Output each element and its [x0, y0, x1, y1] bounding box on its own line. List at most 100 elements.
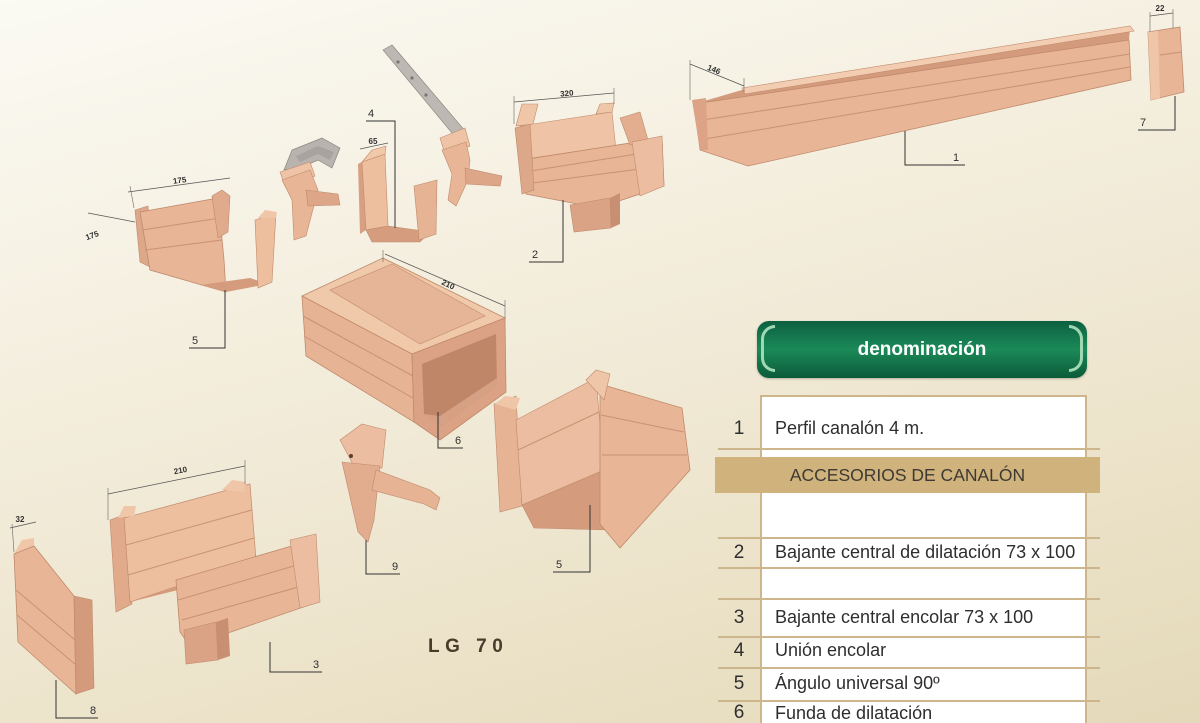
table-rule: [718, 567, 1100, 569]
row-label: Unión encolar: [775, 640, 887, 660]
outlet-right-lip: [289, 533, 321, 609]
end-cap-rib: [16, 614, 77, 666]
strap-hole: [410, 76, 414, 80]
callout-leader: [553, 505, 591, 573]
row-number: 2: [733, 542, 745, 563]
row-label: Bajante central encolar 73 x 100: [775, 607, 1034, 627]
row-number: 3: [733, 607, 745, 628]
gutter-profile: [692, 25, 1135, 167]
callout-leader: [904, 131, 965, 166]
angle-rib: [600, 414, 685, 433]
table-header: denominación: [757, 321, 1087, 378]
callout-6: 6: [437, 412, 463, 449]
callout-7: 7: [1138, 96, 1176, 131]
angle-rib: [141, 217, 221, 231]
table-rule: [718, 700, 1100, 702]
dimension-line: [689, 63, 745, 87]
row-label: Perfil canalón 4 m.: [775, 418, 925, 438]
angle-tab: [495, 396, 520, 410]
downpipe-outlet-glued: [109, 480, 321, 665]
sleeve-interior: [422, 334, 497, 426]
union-tab: [361, 145, 387, 163]
bracket-arm: [464, 167, 503, 187]
end-cap-right: [1147, 26, 1185, 101]
outlet-tab: [118, 506, 136, 518]
callout-number: 2: [532, 249, 538, 261]
dimension-extension: [11, 523, 15, 553]
end-cap-rib: [1159, 51, 1183, 56]
callout-number: 5: [556, 559, 562, 571]
table-rule: [718, 667, 1100, 669]
callout-leader: [189, 290, 226, 349]
dilatation-sleeve: [301, 257, 507, 441]
table-rule: [718, 448, 1100, 450]
callout-number: 3: [313, 659, 319, 671]
dimension-label: 32: [16, 515, 25, 524]
bracket-body: [341, 461, 381, 543]
row-number: 6: [733, 702, 745, 723]
bracket-arm: [305, 189, 341, 207]
table-rule: [718, 636, 1100, 638]
angle-rib: [517, 411, 600, 451]
angle-piece-top: [134, 189, 277, 293]
dimension-320: 320: [513, 88, 615, 124]
dimension-line: [513, 92, 615, 103]
angle-left-lip: [493, 395, 523, 513]
sleeve-rib: [302, 315, 414, 377]
outlet-left-lip: [514, 123, 535, 195]
row-label: Funda de dilatación: [775, 703, 933, 723]
callout-5-bottom: 5: [553, 505, 591, 573]
support-bracket: [339, 423, 441, 543]
row-label: Ángulo universal 90º: [775, 673, 940, 693]
angle-rib: [144, 239, 223, 251]
outlet-tab: [595, 102, 615, 115]
dimension-175-left: 175: [84, 212, 136, 242]
callout-number: 9: [392, 561, 398, 573]
gutter-profile-end: [692, 98, 708, 150]
gutter-profile-rib: [698, 66, 1131, 141]
union-back-panel: [361, 153, 389, 231]
hanger-bracket-clip: [279, 137, 341, 241]
dimension-label: 210: [173, 465, 188, 476]
outlet-rib: [127, 537, 255, 576]
dimension-line: [87, 212, 136, 223]
dimension-65: 65: [359, 137, 389, 150]
dimension-label: 320: [560, 88, 575, 98]
outlet-rib: [125, 509, 253, 546]
dimension-label: 146: [706, 63, 722, 77]
dimension-label: 65: [369, 137, 378, 146]
bracket-body: [281, 169, 319, 241]
callout-2: 2: [529, 200, 564, 263]
angle-floor: [200, 278, 268, 292]
angle-tab: [211, 189, 231, 239]
bracket-hole: [349, 454, 353, 458]
dimension-line: [107, 465, 246, 495]
dimension-line: [9, 521, 37, 529]
callout-leader: [437, 412, 463, 449]
gutter-profile-rib: [695, 53, 1131, 122]
callout-number: 1: [953, 152, 959, 164]
outlet-tab: [515, 103, 539, 127]
dimension-22: 22: [1149, 4, 1174, 32]
union-outer-edge: [358, 162, 366, 234]
outlet-tab: [222, 480, 246, 492]
angle-front-panel: [599, 383, 691, 549]
dimension-label: 175: [172, 175, 187, 186]
dimension-175-top: 175: [127, 175, 231, 209]
table-rule: [718, 537, 1100, 539]
callout-4: 4: [366, 108, 396, 228]
steel-clip-loop: [296, 146, 334, 162]
outlet-front-wall: [175, 539, 319, 647]
table-rule: [718, 598, 1100, 600]
callout-leader: [269, 642, 322, 673]
section-band: ACCESORIOS DE CANALÓN: [715, 457, 1100, 493]
union-piece: [358, 145, 438, 243]
end-cap-side: [73, 595, 95, 695]
callout-number: 6: [455, 435, 461, 447]
callout-5-top: 5: [189, 290, 226, 349]
dimension-210-outlet: 210: [107, 460, 246, 520]
callout-number: 8: [90, 705, 96, 717]
angle-piece-bottom: [493, 369, 691, 549]
table-header-text: denominación: [857, 339, 987, 360]
